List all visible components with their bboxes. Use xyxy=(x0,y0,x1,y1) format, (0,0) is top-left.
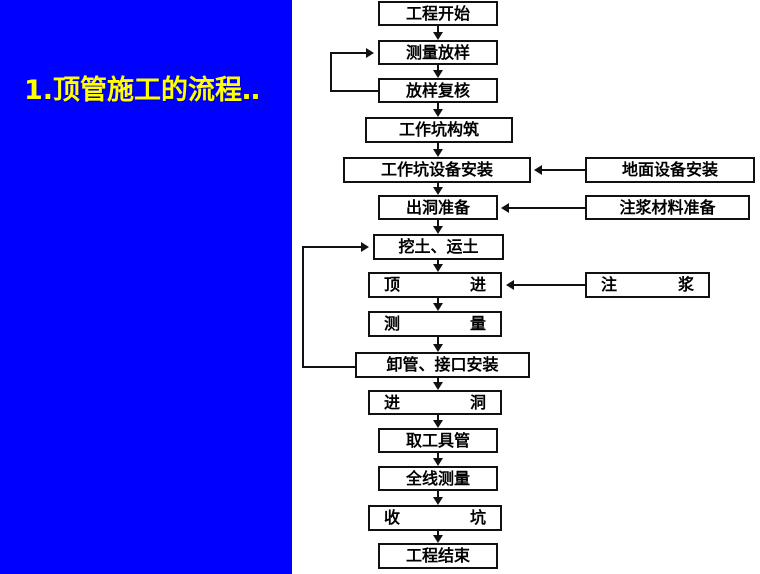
arrow-survey-to-recheck xyxy=(433,70,443,78)
flow-node-pit-equip[interactable]: 工作坑设备安装 xyxy=(343,157,531,183)
connector-jacking-to-measure xyxy=(437,298,439,304)
flow-node-grouting-label-left: 注 xyxy=(601,275,618,294)
connector-survey-to-recheck xyxy=(437,65,439,71)
flow-node-grouting-label-right: 浆 xyxy=(677,275,694,294)
arrow-start-to-survey xyxy=(433,32,443,40)
flow-node-measure-label-right: 量 xyxy=(469,314,486,333)
flow-node-end-label: 工程结束 xyxy=(405,546,470,565)
flow-node-excavate[interactable]: 挖土、运土 xyxy=(373,234,504,260)
page-title: 1.顶管施工的流程‥ xyxy=(24,75,261,106)
flow-node-recheck-label: 放样复核 xyxy=(405,80,470,100)
flow-node-enter-hole-label-left: 进 xyxy=(384,392,401,412)
connector-pit-equip-to-exit-prep xyxy=(437,183,439,188)
flow-node-jacking-label-right: 进 xyxy=(469,275,486,294)
flow-node-jacking[interactable]: 顶 进 xyxy=(368,272,502,298)
connector-pit-build-to-pit-equip xyxy=(437,143,439,150)
arrow-loop2-into-excavate xyxy=(361,242,369,252)
flow-node-full-survey-label: 全线测量 xyxy=(405,468,470,488)
flow-node-start-label: 工程开始 xyxy=(405,3,470,23)
flow-node-pit-equip-label: 工作坑设备安装 xyxy=(380,160,493,179)
blue-title-panel xyxy=(0,0,292,574)
loop2-left-segment xyxy=(302,246,304,368)
flow-node-ground-equip[interactable]: 地面设备安装 xyxy=(585,157,755,183)
arrow-pit-equip-to-exit-prep xyxy=(433,187,443,195)
arrow-pit-build-to-pit-equip xyxy=(433,149,443,157)
flow-node-close-pit-label-right: 坑 xyxy=(469,508,486,527)
arrow-pipe-joint-to-enter-hole xyxy=(433,382,443,390)
flow-node-grout-material-label: 注浆材料准备 xyxy=(619,197,716,217)
arrow-excavate-to-jacking xyxy=(433,264,443,272)
flow-node-pit-build-label: 工作坑构筑 xyxy=(398,120,479,139)
connector-enter-hole-to-take-tool xyxy=(437,415,439,421)
loop2-top-segment xyxy=(302,246,363,248)
flow-node-close-pit[interactable]: 收 坑 xyxy=(368,505,502,531)
connector-recheck-to-pit-build xyxy=(437,103,439,110)
loop1-bottom-segment xyxy=(330,90,378,92)
flow-node-start[interactable]: 工程开始 xyxy=(378,1,498,26)
flow-node-pit-build[interactable]: 工作坑构筑 xyxy=(365,117,513,143)
loop2-bottom-segment xyxy=(302,366,356,368)
connector-close-pit-to-end xyxy=(437,531,439,536)
arrow-enter-hole-to-take-tool xyxy=(433,420,443,428)
connector-take-tool-to-full-survey xyxy=(437,453,439,459)
link-grouting-line xyxy=(514,284,586,286)
flow-node-jacking-label-left: 顶 xyxy=(384,275,401,294)
connector-excavate-to-jacking xyxy=(437,260,439,265)
arrow-ground-equip-into-pit-equip xyxy=(534,165,542,175)
flow-node-exit-prep-label: 出洞准备 xyxy=(405,197,470,217)
loop1-left-segment xyxy=(330,52,332,92)
link-grout-material-line xyxy=(509,207,586,209)
arrow-loop1-into-survey xyxy=(366,48,374,58)
flow-node-measure[interactable]: 测 量 xyxy=(368,311,502,337)
connector-full-survey-to-close-pit xyxy=(437,491,439,498)
flow-node-grouting[interactable]: 注 浆 xyxy=(585,272,710,298)
flow-node-excavate-label: 挖土、运土 xyxy=(398,237,479,256)
flow-node-enter-hole[interactable]: 进 洞 xyxy=(368,390,502,415)
loop1-top-segment xyxy=(330,52,368,54)
flow-node-enter-hole-label-right: 洞 xyxy=(469,392,486,412)
flow-node-grout-material[interactable]: 注浆材料准备 xyxy=(585,195,750,220)
connector-pipe-joint-to-enter-hole xyxy=(437,378,439,383)
arrow-jacking-to-measure xyxy=(433,303,443,311)
flow-node-recheck[interactable]: 放样复核 xyxy=(378,78,498,103)
flow-node-close-pit-label-left: 收 xyxy=(384,508,401,527)
flow-node-ground-equip-label: 地面设备安装 xyxy=(621,160,718,179)
flow-node-measure-label-left: 测 xyxy=(384,314,401,333)
arrow-exit-prep-to-excavate xyxy=(433,226,443,234)
flow-node-survey[interactable]: 测量放样 xyxy=(378,40,498,65)
flow-node-pipe-joint[interactable]: 卸管、接口安装 xyxy=(355,352,530,378)
arrow-take-tool-to-full-survey xyxy=(433,458,443,466)
flow-node-take-tool[interactable]: 取工具管 xyxy=(378,428,498,453)
arrow-full-survey-to-close-pit xyxy=(433,497,443,505)
connector-start-to-survey xyxy=(437,26,439,33)
flow-node-survey-label: 测量放样 xyxy=(405,42,470,62)
arrow-recheck-to-pit-build xyxy=(433,109,443,117)
arrow-grout-material-into-exit-prep xyxy=(501,203,509,213)
construction-process-flowchart: 工程开始 测量放样 放样复核 工作坑构筑 工作坑设备安装 出洞准备 挖土、运土 … xyxy=(292,0,760,574)
flow-node-pipe-joint-label: 卸管、接口安装 xyxy=(386,355,499,374)
arrow-measure-to-pipe-joint xyxy=(433,344,443,352)
connector-measure-to-pipe-joint xyxy=(437,337,439,345)
link-ground-equip-line xyxy=(542,169,586,171)
arrow-grouting-into-jacking xyxy=(506,280,514,290)
connector-exit-prep-to-excavate xyxy=(437,220,439,227)
arrow-close-pit-to-end xyxy=(433,535,443,543)
flow-node-full-survey[interactable]: 全线测量 xyxy=(378,466,498,491)
flow-node-end[interactable]: 工程结束 xyxy=(378,543,498,569)
flow-node-exit-prep[interactable]: 出洞准备 xyxy=(378,195,498,220)
flow-node-take-tool-label: 取工具管 xyxy=(405,430,470,450)
